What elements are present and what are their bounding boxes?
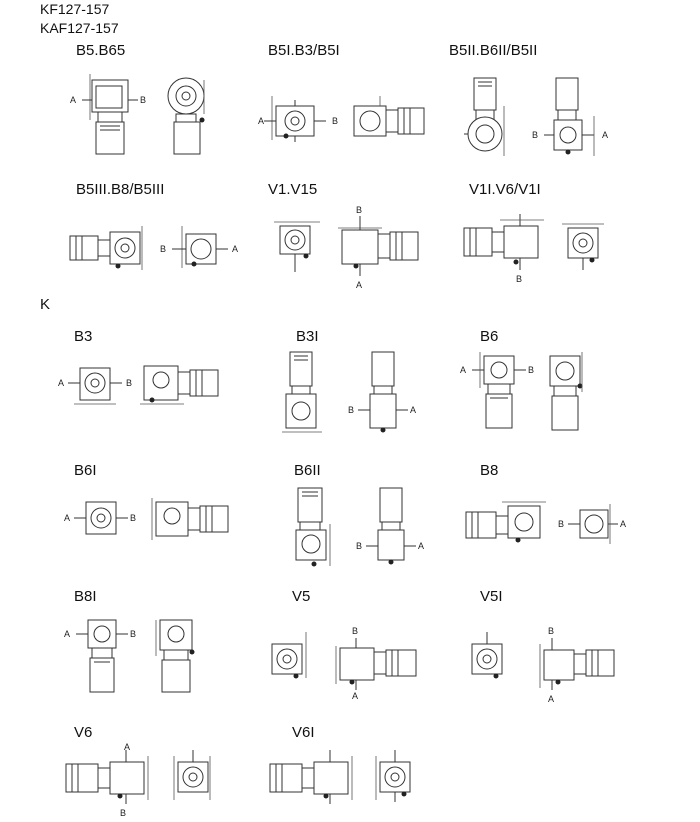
label-b6ii: B6II: [294, 462, 321, 479]
svg-text:A: A: [232, 244, 238, 254]
label-v5i: V5I: [480, 588, 503, 605]
diagram-b6ii: B A: [284, 484, 444, 572]
label-b6: B6: [480, 328, 499, 345]
diagram-b6: A B: [458, 352, 618, 440]
svg-text:A: A: [548, 694, 554, 704]
diagram-v5i: B A: [466, 626, 636, 704]
svg-text:B: B: [332, 116, 338, 126]
diagram-b5i-b3-b5i: A B: [256, 96, 436, 156]
svg-text:B: B: [130, 513, 136, 523]
label-v1-v15: V1.V15: [268, 181, 318, 198]
svg-text:B: B: [558, 519, 564, 529]
label-b5i-b3-b5i: B5I.B3/B5I: [268, 42, 340, 59]
label-b6i: B6I: [74, 462, 97, 479]
diagram-b3i: B A: [274, 348, 434, 440]
svg-text:B: B: [356, 541, 362, 551]
diagram-v6: A B: [62, 742, 232, 818]
svg-text:B: B: [356, 205, 362, 215]
label-b8: B8: [480, 462, 499, 479]
label-v1i-v6-v1i: V1I.V6/V1I: [469, 181, 541, 198]
svg-text:A: A: [602, 130, 608, 140]
svg-text:A: A: [460, 365, 466, 375]
svg-text:B: B: [120, 808, 126, 818]
svg-text:A: A: [418, 541, 424, 551]
label-b5ii-b6ii-b5ii: B5II.B6II/B5II: [449, 42, 538, 59]
model-title-kf: KF127-157: [40, 1, 110, 17]
diagram-b5iii-b8-b5iii: B A: [64, 220, 244, 280]
svg-text:B: B: [140, 95, 146, 105]
diagram-v5: B A: [264, 626, 434, 701]
svg-text:A: A: [64, 513, 70, 523]
svg-text:A: A: [258, 116, 264, 126]
diagram-b6i: A B: [62, 496, 232, 546]
svg-text:B: B: [548, 626, 554, 636]
label-v5: V5: [292, 588, 311, 605]
diagram-b3: A B: [56, 360, 226, 420]
model-title-kaf: KAF127-157: [40, 20, 119, 36]
diagram-v1i-v6-v1i: B: [460, 210, 620, 290]
diagram-b5-b65: A B: [62, 70, 222, 160]
svg-text:A: A: [410, 405, 416, 415]
svg-text:B: B: [348, 405, 354, 415]
label-b3i: B3I: [296, 328, 319, 345]
svg-text:B: B: [352, 626, 358, 636]
svg-text:B: B: [160, 244, 166, 254]
section-k-heading: K: [40, 296, 51, 313]
label-b5iii-b8-b5iii: B5III.B8/B5III: [76, 181, 165, 198]
svg-text:B: B: [528, 365, 534, 375]
diagram-b8: B A: [462, 498, 632, 548]
svg-text:A: A: [124, 742, 130, 752]
label-b8i: B8I: [74, 588, 97, 605]
svg-text:B: B: [516, 274, 522, 284]
svg-text:A: A: [70, 95, 76, 105]
diagram-b5ii-b6ii-b5ii: B A: [456, 76, 616, 166]
diagram-v6i: [266, 742, 436, 818]
label-b3: B3: [74, 328, 93, 345]
diagram-v1-v15: B A: [270, 204, 430, 294]
label-v6: V6: [74, 724, 93, 741]
svg-text:A: A: [64, 629, 70, 639]
label-v6i: V6I: [292, 724, 315, 741]
svg-text:A: A: [620, 519, 626, 529]
diagram-b8i: A B: [62, 616, 232, 700]
svg-text:B: B: [130, 629, 136, 639]
svg-text:A: A: [58, 378, 64, 388]
svg-text:A: A: [352, 691, 358, 701]
svg-text:B: B: [532, 130, 538, 140]
svg-text:B: B: [126, 378, 132, 388]
label-b5-b65: B5.B65: [76, 42, 126, 59]
svg-text:A: A: [356, 280, 362, 290]
